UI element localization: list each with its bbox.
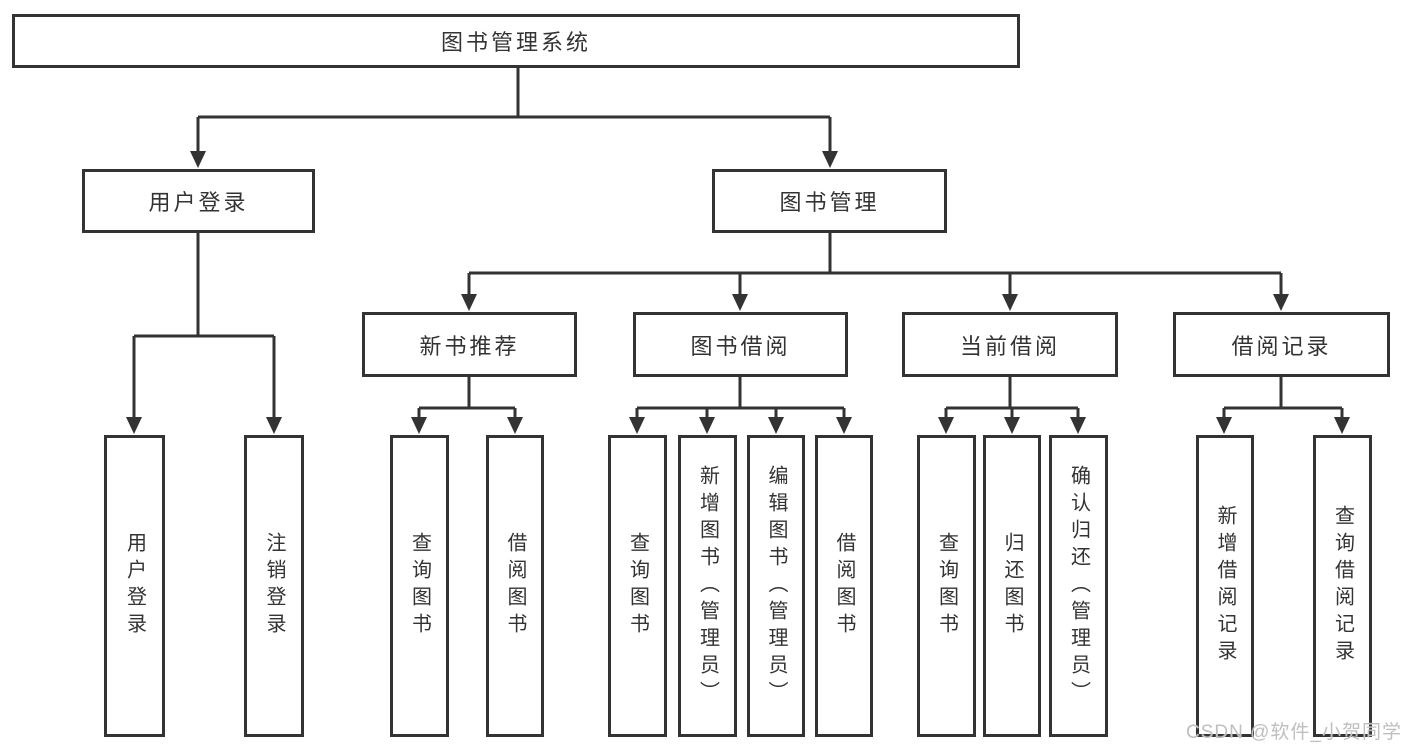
- leaf-borrow-borrow-books: 借阅图书: [815, 435, 873, 737]
- node-label: 图书借阅: [690, 333, 791, 359]
- node-label: 图书管理系统: [440, 30, 591, 55]
- leaf-label: 注销登录: [263, 532, 285, 640]
- leaf-logout: 注销登录: [244, 435, 304, 737]
- leaf-recommend-borrow-books: 借阅图书: [486, 435, 544, 737]
- leaf-label: 借阅图书: [833, 532, 855, 640]
- node-book-management: 图书管理: [712, 169, 947, 233]
- node-user-login: 用户登录: [82, 169, 315, 233]
- leaf-label: 新增借阅记录: [1214, 505, 1236, 667]
- leaf-current-confirm-return-admin: 确认归还（管理员）: [1049, 435, 1108, 737]
- leaf-label: 查询图书: [626, 532, 649, 640]
- leaf-user-login: 用户登录: [104, 435, 165, 737]
- node-library-management-system: 图书管理系统: [12, 14, 1020, 68]
- leaf-borrow-add-books-admin: 新增图书（管理员）: [678, 435, 737, 737]
- leaf-label: 用户登录: [123, 532, 146, 640]
- leaf-label: 借阅图书: [504, 532, 526, 640]
- node-new-book-recommendation: 新书推荐: [362, 312, 577, 377]
- leaf-records-add-borrow-record: 新增借阅记录: [1196, 435, 1254, 737]
- node-label: 图书管理: [779, 190, 880, 215]
- leaf-label: 查询借阅记录: [1331, 505, 1354, 667]
- leaf-label: 查询图书: [408, 532, 431, 640]
- leaf-borrow-edit-books-admin: 编辑图书（管理员）: [747, 435, 805, 737]
- leaf-current-return-books: 归还图书: [983, 435, 1041, 737]
- node-label: 当前借阅: [959, 333, 1060, 359]
- leaf-recommend-query-books: 查询图书: [390, 435, 449, 737]
- node-label: 用户登录: [148, 190, 249, 215]
- leaf-label: 查询图书: [935, 532, 958, 640]
- node-book-borrowing: 图书借阅: [633, 312, 848, 377]
- node-label: 新书推荐: [419, 333, 520, 359]
- node-borrowing-records: 借阅记录: [1173, 312, 1390, 377]
- leaf-records-query-borrow-record: 查询借阅记录: [1313, 435, 1372, 737]
- leaf-label: 新增图书（管理员）: [696, 464, 719, 708]
- node-current-borrowing: 当前借阅: [902, 312, 1118, 377]
- leaf-label: 归还图书: [1001, 532, 1023, 640]
- leaf-borrow-query-books: 查询图书: [608, 435, 667, 737]
- node-label: 借阅记录: [1231, 333, 1332, 359]
- leaf-label: 编辑图书（管理员）: [765, 464, 787, 708]
- csdn-watermark: CSDN @软件_小贺同学: [1186, 722, 1402, 743]
- leaf-label: 确认归还（管理员）: [1067, 464, 1090, 708]
- leaf-current-query-books: 查询图书: [917, 435, 976, 737]
